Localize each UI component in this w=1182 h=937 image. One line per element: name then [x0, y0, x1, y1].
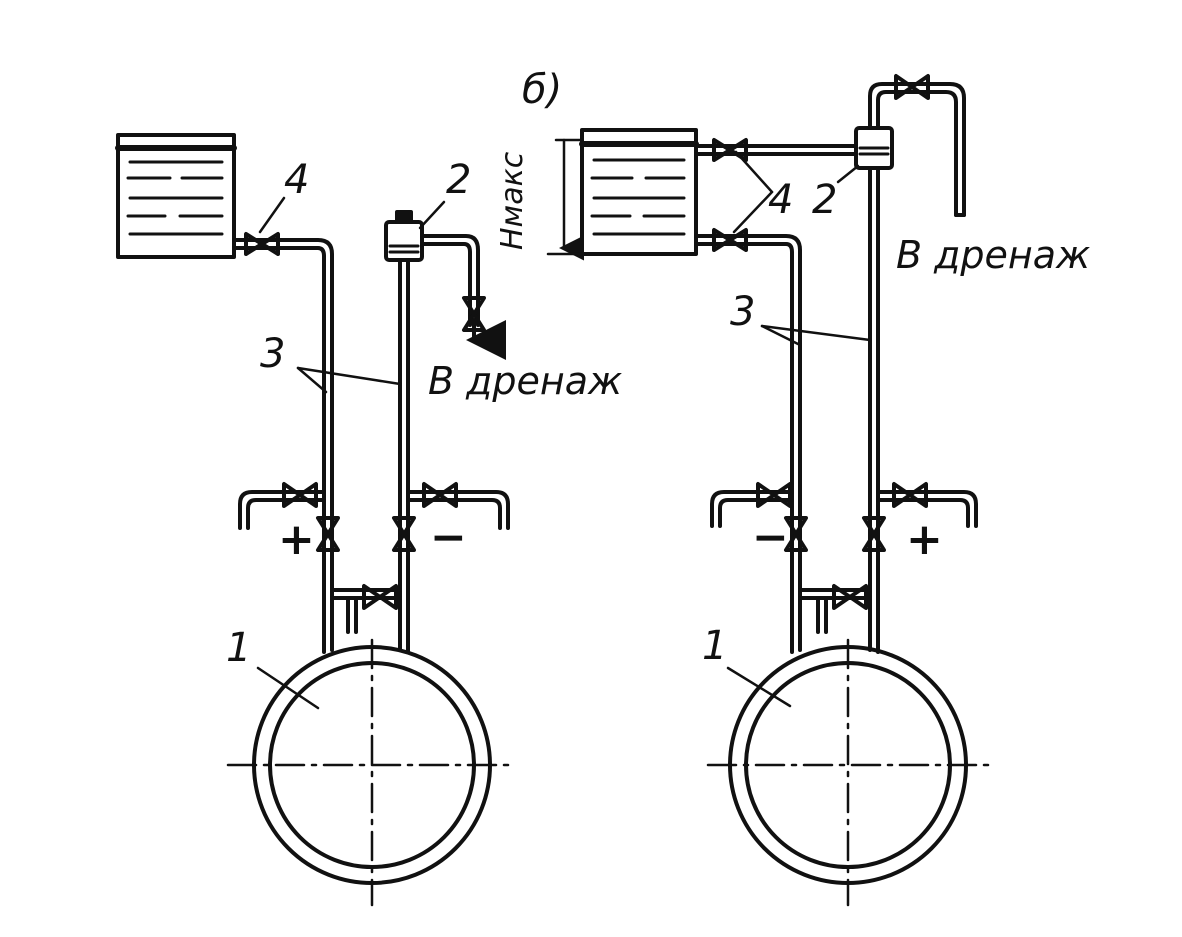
branch-valve-right-b [892, 482, 928, 508]
plus-sign-a: + [278, 514, 315, 565]
branch-valve-right-a [422, 482, 458, 508]
valve-4-a [244, 232, 280, 256]
label-vessel-1-a: 1 [226, 625, 252, 671]
panel-a [115, 133, 517, 907]
label-valve-4-b: 4 [768, 177, 794, 223]
condenser-b [854, 126, 894, 170]
label-condenser-2-a: 2 [446, 157, 472, 203]
main-valve-right-b [862, 516, 886, 552]
condenser-a [384, 210, 424, 262]
drain-label-b: В дренаж [896, 233, 1091, 277]
drain-label-a: В дренаж [428, 359, 623, 403]
main-valve-left-a [316, 516, 340, 552]
vessel-a [226, 638, 517, 907]
branch-valve-left-a [282, 482, 318, 508]
label-lines-3-a: 3 [260, 331, 286, 377]
label-valve-4-a: 4 [284, 157, 310, 203]
main-valve-right-a [392, 516, 416, 552]
minus-sign-b: − [752, 512, 789, 563]
level-label-hmax: Hмакс [495, 151, 530, 250]
panel-letter-b: б) [522, 67, 563, 113]
minus-sign-a: − [430, 512, 467, 563]
tank-a [115, 133, 237, 259]
label-condenser-2-b: 2 [812, 177, 838, 223]
drain-valve-b [894, 74, 930, 100]
vessel-b [706, 638, 992, 907]
tank-b [579, 128, 699, 256]
plus-sign-b: + [906, 514, 943, 565]
main-valve-left-b [784, 516, 808, 552]
branch-valve-left-b [756, 482, 792, 508]
label-lines-3-b: 3 [730, 289, 756, 335]
panel-b [546, 74, 992, 907]
label-vessel-1-b: 1 [702, 623, 728, 669]
bypass-valve-a [362, 584, 398, 610]
bypass-valve-b [832, 584, 868, 610]
valve-4-bottom-b [712, 228, 748, 252]
